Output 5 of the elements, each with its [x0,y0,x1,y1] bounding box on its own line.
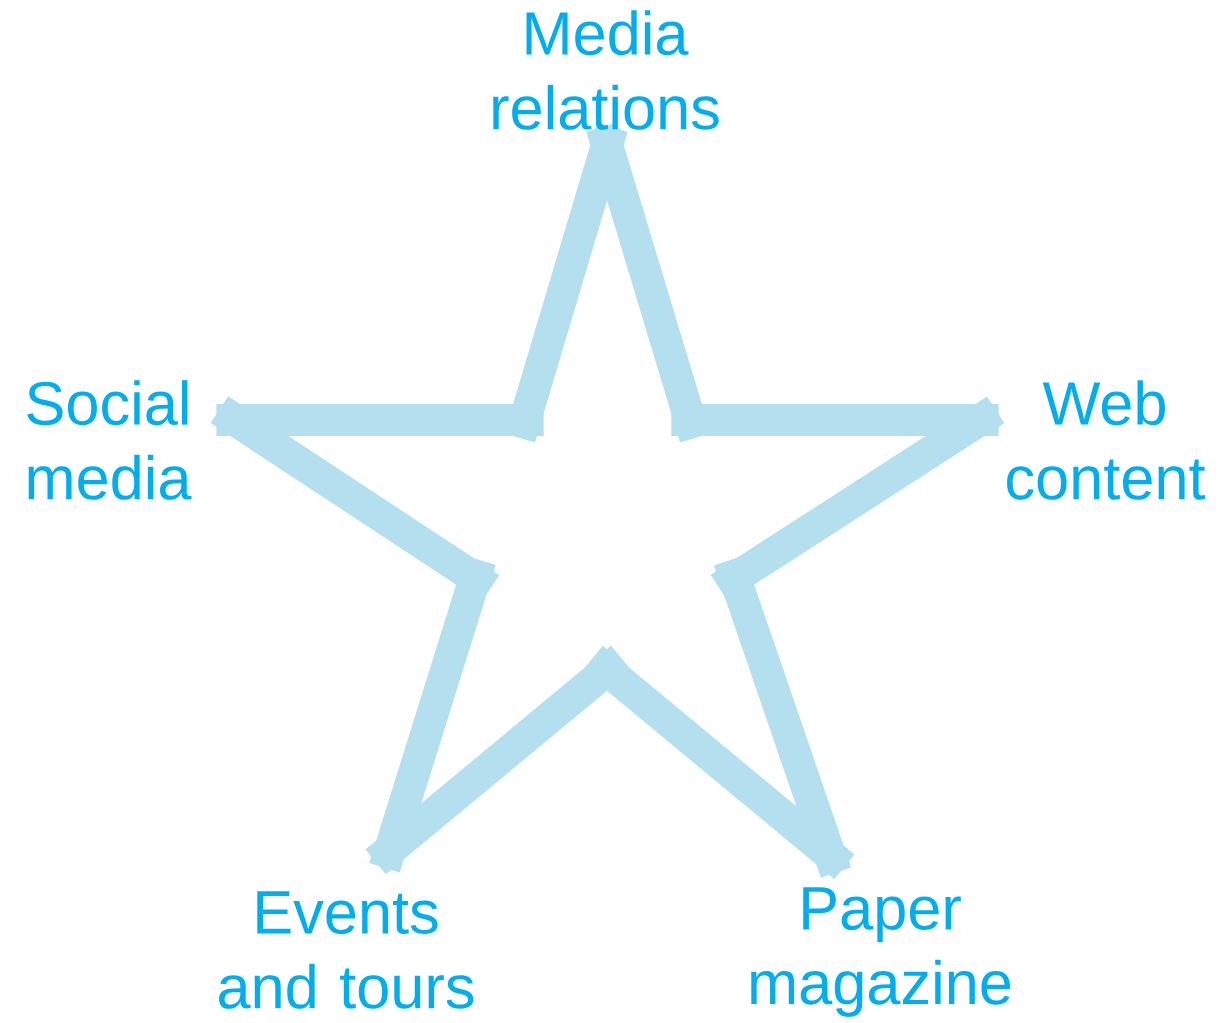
point-label: Web content [1007,380,1206,500]
point-label: Social media [27,380,192,500]
point-label: Paper magazine [751,887,1011,1017]
point-label: Events and tours [219,891,474,1009]
point-label: Media relations [493,10,719,130]
